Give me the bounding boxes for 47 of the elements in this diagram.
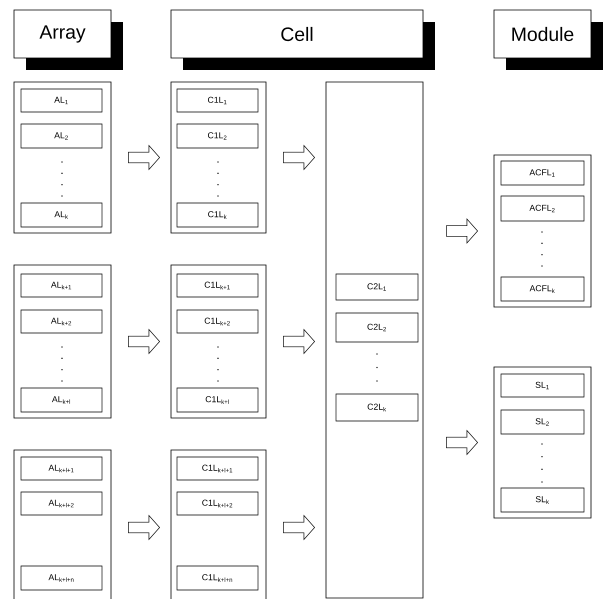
block-arrow (283, 328, 316, 354)
layer-box: C1L$_{k}$ (176, 202, 258, 228)
group-box (494, 154, 592, 308)
group-box (170, 82, 266, 234)
layer-box: AL$_{k}$ (20, 202, 102, 228)
layer-box: C1L$_{k+2}$ (176, 310, 258, 334)
block-arrow (283, 514, 316, 540)
group-box (14, 450, 112, 599)
layer-box: SL$_{1}$ (500, 374, 584, 398)
layer-box: C1L$_{k+1}$ (176, 274, 258, 298)
group-box (14, 264, 112, 418)
group-box (326, 82, 424, 598)
block-arrow (283, 144, 316, 170)
group-box (170, 450, 266, 599)
layer-box: C1L$_{k+l+2}$ (176, 492, 258, 516)
layer-box: AL$_{2}$ (20, 124, 102, 148)
layer-box: SL$_{k}$ (500, 488, 584, 512)
layer-box: AL$_{k+1}$ (20, 274, 102, 298)
layer-box: AL$_{1}$ (20, 88, 102, 112)
layer-box: C2L$_{1}$ (336, 274, 418, 300)
header-box: Module (494, 10, 603, 70)
header-box: Cell (170, 10, 435, 70)
layer-box: AL$_{k+l+n}$ (20, 566, 102, 590)
layer-box: C1L$_{k+l+1}$ (176, 456, 258, 480)
block-arrow (128, 144, 160, 170)
layer-box: ACFL$_{2}$ (500, 196, 584, 222)
layer-box: ACFL$_{1}$ (500, 160, 584, 186)
group-box (170, 264, 266, 418)
layer-box: AL$_{k+2}$ (20, 310, 102, 334)
layer-box: C1L$_{k+l}$ (176, 388, 258, 412)
layer-box: AL$_{k+l}$ (20, 388, 102, 412)
layer-box: SL$_{2}$ (500, 410, 584, 434)
layer-box: C1L$_{2}$ (176, 124, 258, 148)
layer-box: AL$_{k+l+1}$ (20, 456, 102, 480)
layer-box: C2L$_{k}$ (336, 394, 418, 422)
header-box: Array (14, 10, 123, 70)
layer-box: C1L$_{1}$ (176, 88, 258, 112)
layer-box: C2L$_{2}$ (336, 312, 418, 342)
group-box (14, 82, 112, 234)
layer-box: C1L$_{k+l+n}$ (176, 566, 258, 590)
block-arrow (446, 218, 478, 244)
block-arrow (128, 328, 160, 354)
layer-box: AL$_{k+l+2}$ (20, 492, 102, 516)
group-box (494, 366, 592, 518)
layer-box: ACFL$_{k}$ (500, 276, 584, 302)
block-arrow (446, 430, 478, 456)
block-arrow (128, 514, 160, 540)
